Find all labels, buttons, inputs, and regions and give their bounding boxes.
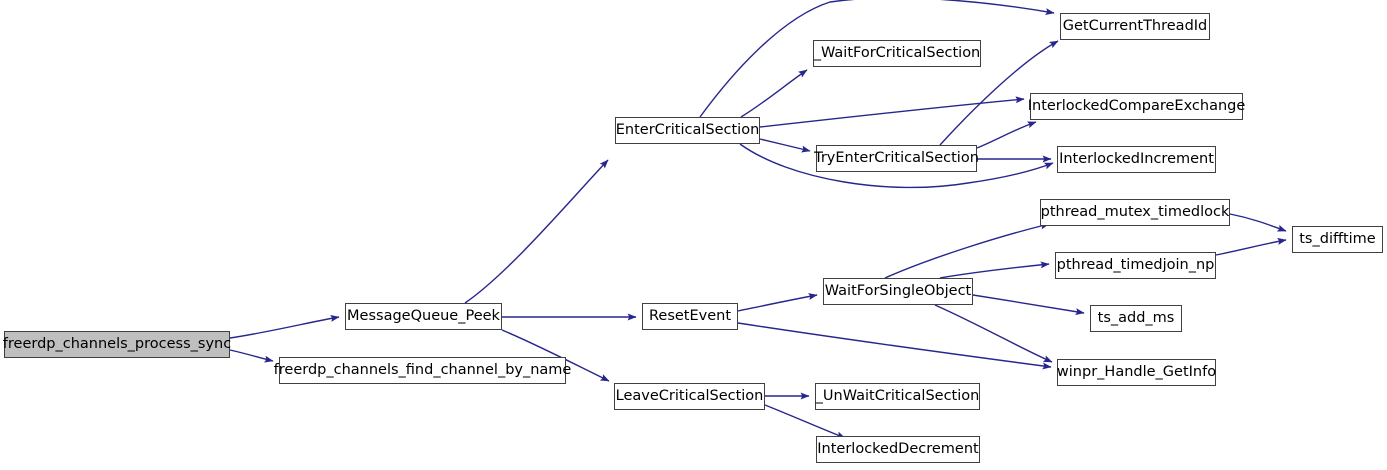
edge-resetev-to-waitsingle xyxy=(737,293,818,312)
node-label-entercs: EnterCriticalSection xyxy=(615,122,760,139)
node-waitcs[interactable]: _WaitForCriticalSection xyxy=(813,40,981,67)
node-entercs[interactable]: EnterCriticalSection xyxy=(615,117,760,144)
node-label-resetev: ResetEvent xyxy=(648,308,732,325)
node-root[interactable]: freerdp_channels_process_sync xyxy=(2,331,232,358)
node-label-waitsingle: WaitForSingleObject xyxy=(824,283,972,300)
edge-entercs-to-tryentercs xyxy=(759,138,811,153)
edge-entercs-to-ilcmpxchg xyxy=(759,96,1025,128)
node-label-tsaddms: ts_add_ms xyxy=(1097,310,1175,327)
node-pmtimed[interactable]: pthread_mutex_timedlock xyxy=(1040,199,1230,226)
node-label-waitcs: _WaitForCriticalSection xyxy=(813,45,981,62)
node-tsdiff[interactable]: ts_difftime xyxy=(1292,226,1383,253)
node-label-unwaitcs: _UnWaitCriticalSection xyxy=(815,388,980,405)
node-gettid[interactable]: GetCurrentThreadId xyxy=(1060,13,1210,40)
node-label-mqpeek: MessageQueue_Peek xyxy=(347,308,500,325)
node-tryentercs[interactable]: TryEnterCriticalSection xyxy=(814,145,979,172)
edge-entercs-to-ilinc xyxy=(739,143,1054,189)
node-label-ilinc: InterlockedIncrement xyxy=(1059,151,1214,168)
edge-waitsingle-to-pmtimed xyxy=(884,222,1050,279)
edge-ptjoin-to-tsdiff xyxy=(1215,237,1287,256)
edge-tryentercs-to-gettid xyxy=(939,40,1059,146)
edge-waitsingle-to-ptjoin xyxy=(939,261,1050,279)
edge-pmtimed-to-tsdiff xyxy=(1229,213,1287,232)
edge-tryentercs-to-ilcmpxchg xyxy=(976,121,1037,149)
node-tsaddms[interactable]: ts_add_ms xyxy=(1090,305,1182,332)
edge-waitsingle-to-winprinfo xyxy=(934,304,1053,363)
node-ildec[interactable]: InterlockedDecrement xyxy=(816,436,980,463)
node-waitsingle[interactable]: WaitForSingleObject xyxy=(823,278,973,305)
node-resetev[interactable]: ResetEvent xyxy=(642,303,738,330)
node-label-leavecs: LeaveCriticalSection xyxy=(615,388,764,405)
node-label-root: freerdp_channels_process_sync xyxy=(2,336,232,353)
node-label-gettid: GetCurrentThreadId xyxy=(1062,18,1208,35)
edge-entercs-to-gettid xyxy=(699,0,1055,118)
node-label-ildec: InterlockedDecrement xyxy=(817,441,979,458)
node-ilcmpxchg[interactable]: InterlockedCompareExchange xyxy=(1028,93,1245,120)
node-leavecs[interactable]: LeaveCriticalSection xyxy=(614,383,765,410)
edge-waitsingle-to-tsaddms xyxy=(972,294,1085,316)
node-label-ilcmpxchg: InterlockedCompareExchange xyxy=(1027,98,1246,115)
edge-mqpeek-to-entercs xyxy=(464,159,609,304)
node-label-winprinfo: winpr_Handle_GetInfo xyxy=(1056,364,1217,381)
node-label-pmtimed: pthread_mutex_timedlock xyxy=(1040,204,1230,221)
node-mqpeek[interactable]: MessageQueue_Peek xyxy=(345,303,502,330)
edge-root-to-mqpeek xyxy=(229,314,340,339)
node-label-tsdiff: ts_difftime xyxy=(1299,231,1376,248)
node-label-ptjoin: pthread_timedjoin_np xyxy=(1056,257,1215,274)
edge-root-to-findchan xyxy=(229,349,274,363)
node-label-findchan: freerdp_channels_find_channel_by_name xyxy=(273,362,572,379)
node-label-tryentercs: TryEnterCriticalSection xyxy=(814,150,979,167)
edge-leavecs-to-ildec xyxy=(764,404,846,439)
node-ilinc[interactable]: InterlockedIncrement xyxy=(1057,146,1216,173)
node-findchan[interactable]: freerdp_channels_find_channel_by_name xyxy=(274,357,571,384)
edge-mqpeek-to-leavecs xyxy=(501,329,610,382)
edge-entercs-to-waitcs xyxy=(740,69,808,118)
node-winprinfo[interactable]: winpr_Handle_GetInfo xyxy=(1057,359,1216,386)
edge-resetev-to-winprinfo xyxy=(737,322,1052,370)
node-unwaitcs[interactable]: _UnWaitCriticalSection xyxy=(815,383,980,410)
node-ptjoin[interactable]: pthread_timedjoin_np xyxy=(1055,252,1216,279)
